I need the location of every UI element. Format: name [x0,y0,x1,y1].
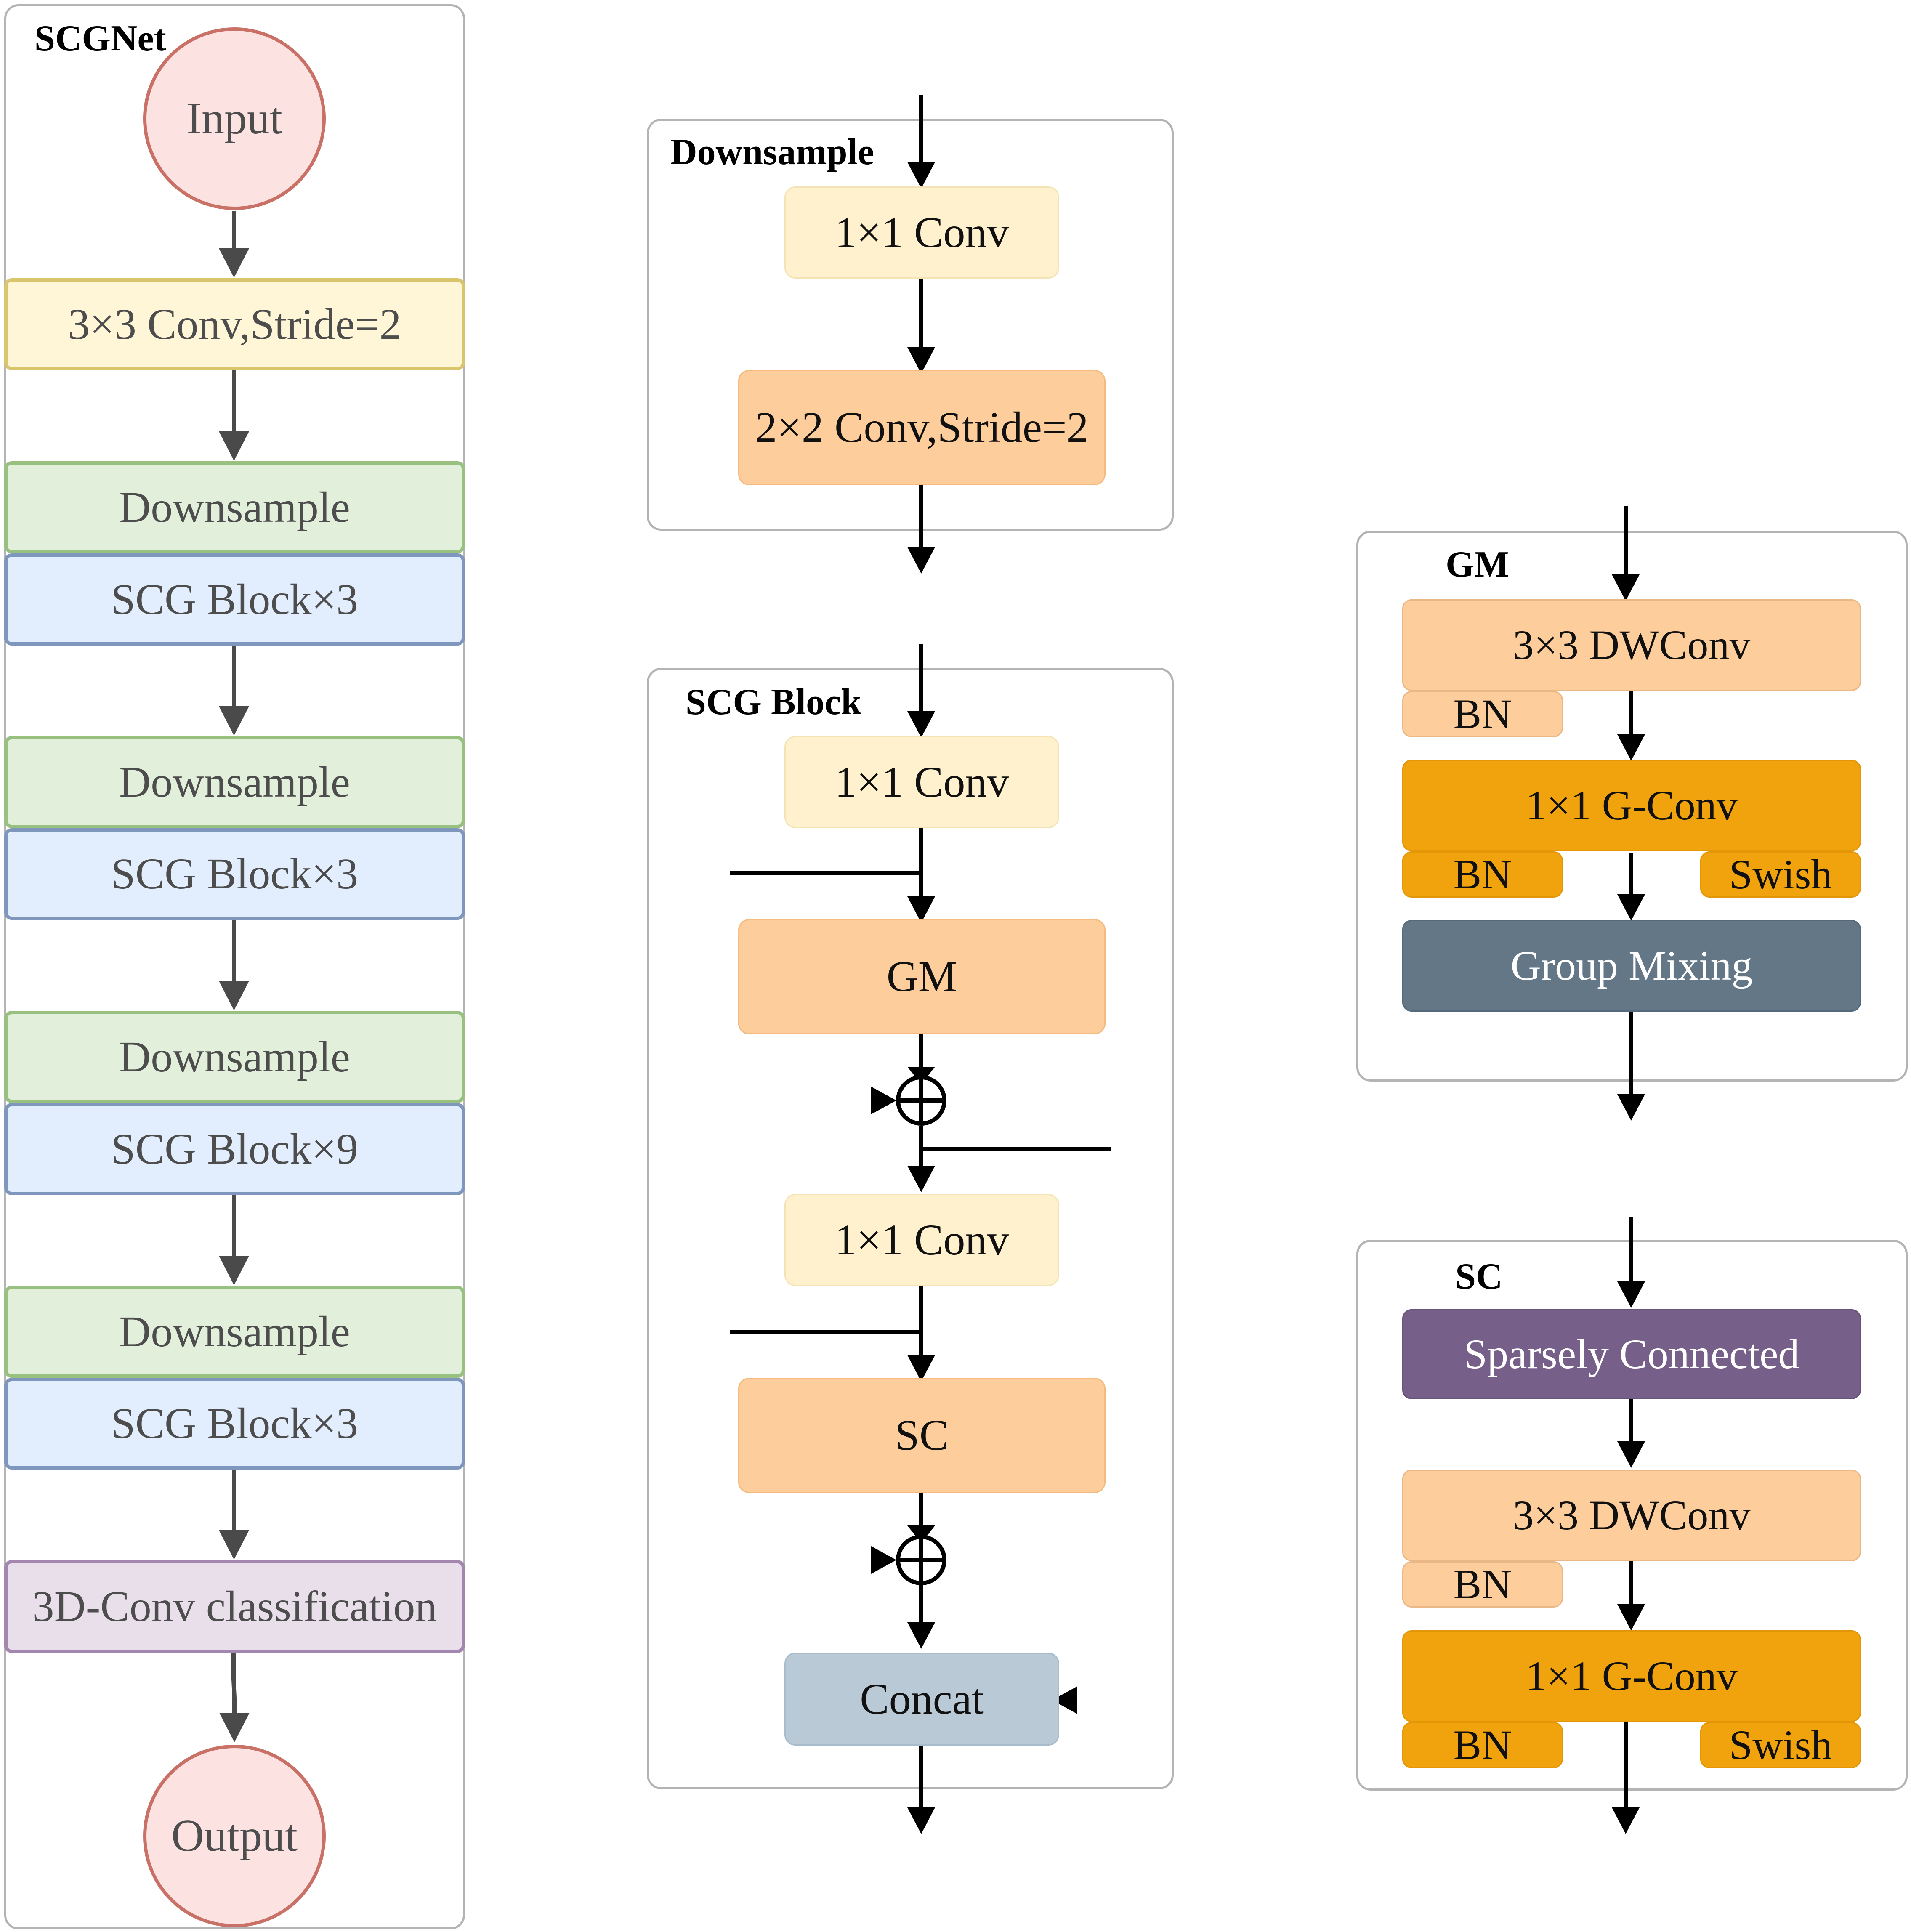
scgnet-panel [4,4,465,1929]
downsample-panel [647,119,1174,531]
scg-gm-block: GM [738,919,1106,1034]
gm-dwconv3x3: 3×3 DWConv [1402,599,1861,691]
downsample-conv2x2: 2×2 Conv,Stride=2 [738,370,1106,485]
scg-conv1x1-b: 1×1 Conv [784,1194,1059,1286]
detail-arrowheads [871,162,1645,1834]
scg-block-panel [647,668,1174,1789]
gm-dwconv-bn: BN [1402,691,1563,737]
downsample-title: Downsample [670,132,874,173]
add-node-2 [896,1535,946,1585]
gm-gconv1x1: 1×1 G-Conv [1402,760,1861,851]
sc-gconv-swish: Swish [1700,1722,1861,1768]
gm-gconv-bn: BN [1402,851,1563,898]
stage2-scg-block: SCG Block×3 [4,828,465,920]
classification-block: 3D-Conv classification [4,1560,465,1653]
stage4-downsample-block: Downsample [4,1286,465,1378]
downsample-conv1x1: 1×1 Conv [784,186,1059,279]
sc-dwconv-bn: BN [1402,1561,1563,1608]
input-node: Input [143,27,326,210]
stage2-downsample-block: Downsample [4,736,465,828]
scgnet-title: SCGNet [35,18,166,59]
scg-block-title: SCG Block [686,682,862,723]
sc-gconv1x1: 1×1 G-Conv [1402,1630,1861,1722]
stage1-downsample-block: Downsample [4,461,465,553]
detail-arrows [730,95,1633,1810]
gm-title: GM [1446,544,1510,585]
scgnet-arrowheads [219,248,250,1742]
stage1-scg-block: SCG Block×3 [4,553,465,646]
output-node: Output [143,1745,326,1927]
sc-sparsely-connected: Sparsely Connected [1402,1309,1861,1399]
stage4-scg-block: SCG Block×3 [4,1378,465,1470]
scg-concat-block: Concat [784,1653,1059,1746]
scg-sc-block: SC [738,1378,1106,1493]
add-node-1 [896,1075,946,1126]
stem-conv-block: 3×3 Conv,Stride=2 [4,278,465,370]
sc-dwconv3x3: 3×3 DWConv [1402,1470,1861,1561]
sc-title: SC [1455,1256,1503,1297]
scg-conv1x1-a: 1×1 Conv [784,736,1059,828]
gm-group-mixing: Group Mixing [1402,920,1861,1012]
gm-gconv-swish: Swish [1700,851,1861,898]
stage3-downsample-block: Downsample [4,1011,465,1103]
stage3-scg-block: SCG Block×9 [4,1103,465,1195]
sc-gconv-bn: BN [1402,1722,1563,1768]
